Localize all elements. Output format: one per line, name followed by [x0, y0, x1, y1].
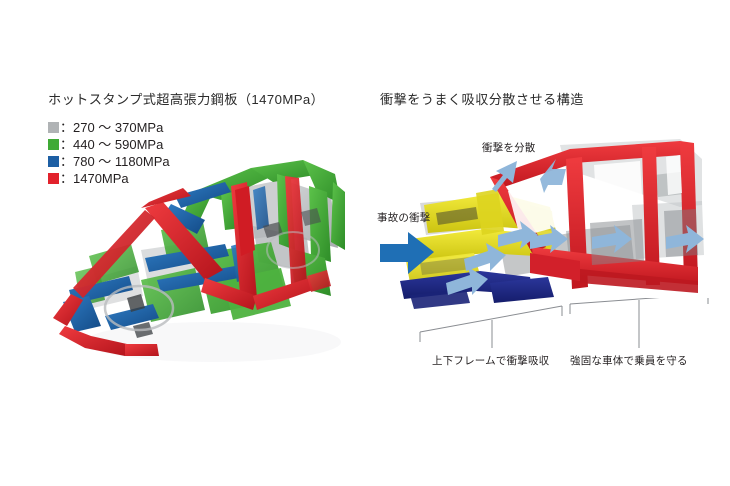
legend-swatch-red — [48, 172, 59, 184]
bracket-leader-lines — [418, 293, 710, 360]
right-panel-title: 衝撃をうまく吸収分散させる構造 — [380, 92, 584, 107]
legend-item-270-370: ：270 〜 370MPa — [48, 119, 170, 136]
car-body-frame-illustration — [45, 130, 355, 370]
legend-label-780-1180: ：780 〜 1180MPa — [60, 153, 170, 169]
callout-accident-impact-label: 事故の衝撃 — [377, 212, 431, 224]
legend-label-440-590: ：440 〜 590MPa — [60, 136, 164, 152]
bracket-label-frame-absorb: 上下フレームで衝撃吸収 — [432, 355, 550, 367]
legend-label-1470: ：1470MPa — [60, 170, 129, 186]
steel-grade-legend: ：270 〜 370MPa ：440 〜 590MPa ：780 〜 1180M… — [48, 119, 170, 187]
legend-swatch-green — [48, 138, 59, 150]
legend-swatch-gray — [48, 121, 59, 133]
crash-structure-illustration — [380, 135, 710, 325]
legend-item-780-1180: ：780 〜 1180MPa — [48, 153, 170, 170]
accident-impact-arrow-icon — [380, 230, 436, 280]
legend-label-270-370: ：270 〜 370MPa — [60, 119, 164, 135]
legend-item-1470: ：1470MPa — [48, 170, 170, 187]
callout-impact-dispersion-label: 衝撃を分散 — [482, 142, 536, 154]
impact-dispersion-arrow-icon — [487, 155, 523, 193]
legend-item-440-590: ：440 〜 590MPa — [48, 136, 170, 153]
bracket-label-rigid-cabin: 強固な車体で乗員を守る — [570, 355, 688, 367]
legend-swatch-blue — [48, 155, 59, 167]
left-panel-title: ホットスタンプ式超高張力鋼板（1470MPa） — [48, 92, 325, 107]
